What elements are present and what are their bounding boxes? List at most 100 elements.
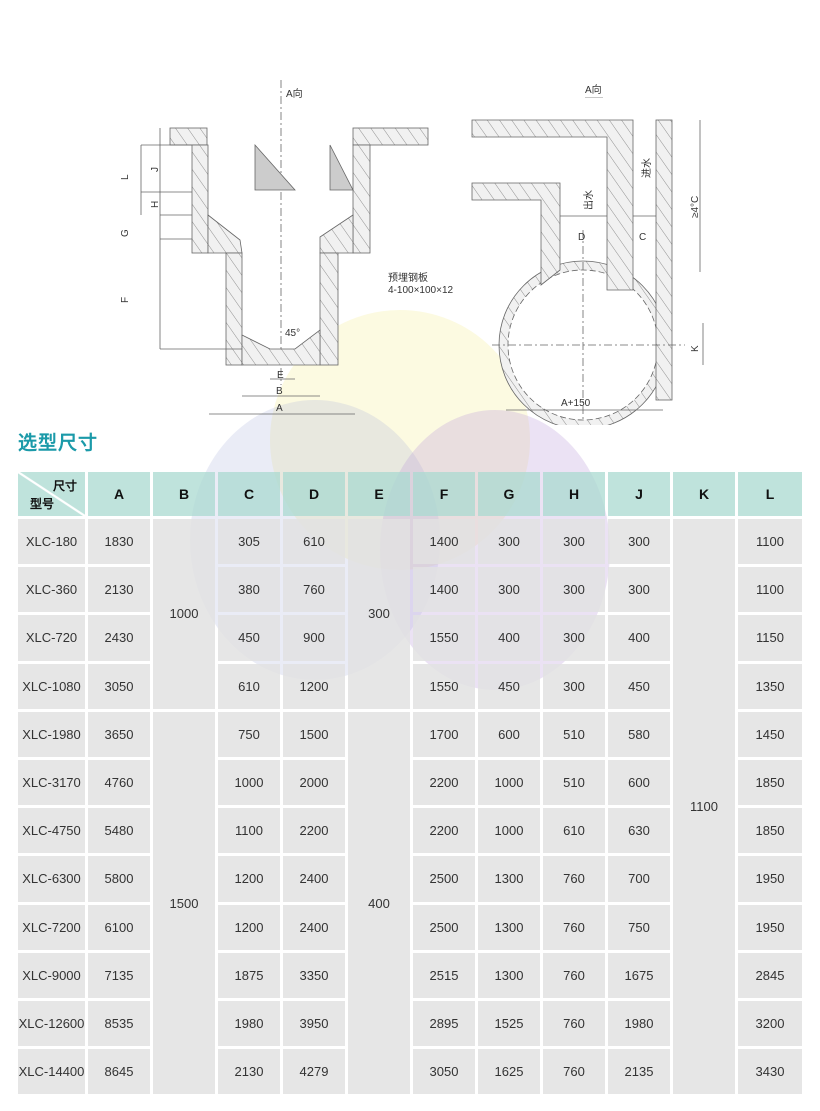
cell-c: 1980 bbox=[218, 1000, 280, 1047]
cell-d: 4279 bbox=[283, 1049, 345, 1095]
outlet-label: 出水 bbox=[582, 190, 595, 210]
cell-a: 7135 bbox=[88, 952, 150, 998]
cell-c: 380 bbox=[218, 567, 280, 613]
cell-d: 2400 bbox=[283, 904, 345, 950]
column-header: F bbox=[413, 472, 475, 516]
cell-c: 2130 bbox=[218, 1049, 280, 1095]
dim-g: G bbox=[120, 229, 131, 237]
cell-a: 1830 bbox=[88, 519, 150, 565]
corner-header: 尺寸 型号 bbox=[18, 472, 85, 516]
cell-h: 760 bbox=[543, 1049, 605, 1095]
cell-h: 300 bbox=[543, 519, 605, 565]
column-header: H bbox=[543, 472, 605, 516]
cell-l: 1100 bbox=[738, 519, 802, 565]
dim-f: F bbox=[120, 297, 131, 303]
cell-c: 1200 bbox=[218, 856, 280, 902]
cell-l: 1100 bbox=[738, 567, 802, 613]
cell-f: 1400 bbox=[413, 519, 475, 565]
cell-g: 1300 bbox=[478, 904, 540, 950]
cell-j: 630 bbox=[608, 808, 670, 854]
cell-g: 400 bbox=[478, 615, 540, 661]
column-header: C bbox=[218, 472, 280, 516]
cell-j: 400 bbox=[608, 615, 670, 661]
model-cell: XLC-1080 bbox=[18, 663, 85, 709]
cell-g: 1300 bbox=[478, 952, 540, 998]
cell-f: 1550 bbox=[413, 663, 475, 709]
cell-e: 300 bbox=[348, 519, 410, 709]
column-header: A bbox=[88, 472, 150, 516]
side-direction-label: A向 bbox=[585, 83, 602, 96]
cell-d: 2200 bbox=[283, 808, 345, 854]
table-header-row: 尺寸 型号 A B C D E F G H J K L bbox=[18, 472, 802, 516]
dim-k: K bbox=[690, 345, 701, 352]
cell-g: 1000 bbox=[478, 759, 540, 806]
cell-a: 5480 bbox=[88, 808, 150, 854]
cell-f: 2200 bbox=[413, 759, 475, 806]
cell-h: 610 bbox=[543, 808, 605, 854]
cell-h: 760 bbox=[543, 856, 605, 902]
column-header: B bbox=[153, 472, 215, 516]
cell-g: 1300 bbox=[478, 856, 540, 902]
cell-d: 1500 bbox=[283, 711, 345, 757]
cell-a: 3050 bbox=[88, 663, 150, 709]
dim-d: D bbox=[578, 232, 585, 243]
model-cell: XLC-7200 bbox=[18, 904, 85, 950]
cell-d: 1200 bbox=[283, 663, 345, 709]
model-cell: XLC-3170 bbox=[18, 759, 85, 806]
dim-l: L bbox=[120, 174, 131, 180]
cell-h: 300 bbox=[543, 615, 605, 661]
cell-l: 1150 bbox=[738, 615, 802, 661]
model-cell: XLC-12600 bbox=[18, 1000, 85, 1047]
cell-h: 760 bbox=[543, 904, 605, 950]
cell-h: 510 bbox=[543, 711, 605, 757]
model-cell: XLC-9000 bbox=[18, 952, 85, 998]
cell-c: 1875 bbox=[218, 952, 280, 998]
cell-c: 305 bbox=[218, 519, 280, 565]
cell-l: 1350 bbox=[738, 663, 802, 709]
angle-label: 45° bbox=[285, 328, 300, 339]
column-header: D bbox=[283, 472, 345, 516]
cell-a: 2430 bbox=[88, 615, 150, 661]
dim-c: C bbox=[639, 232, 646, 243]
corner-top: 尺寸 bbox=[52, 479, 77, 493]
dim-b: B bbox=[276, 386, 283, 397]
dim-a: A bbox=[276, 403, 283, 414]
cell-l: 1950 bbox=[738, 904, 802, 950]
side-view bbox=[471, 119, 704, 425]
cell-e: 400 bbox=[348, 711, 410, 1095]
cell-b: 1000 bbox=[153, 519, 215, 709]
model-cell: XLC-180 bbox=[18, 519, 85, 565]
cell-f: 2515 bbox=[413, 952, 475, 998]
cell-f: 2200 bbox=[413, 808, 475, 854]
column-header: J bbox=[608, 472, 670, 516]
cell-g: 300 bbox=[478, 567, 540, 613]
cell-f: 1400 bbox=[413, 567, 475, 613]
front-view bbox=[140, 80, 429, 415]
cell-g: 1525 bbox=[478, 1000, 540, 1047]
model-cell: XLC-14400 bbox=[18, 1049, 85, 1095]
cell-d: 3950 bbox=[283, 1000, 345, 1047]
corner-bottom: 型号 bbox=[30, 497, 55, 511]
cell-f: 2895 bbox=[413, 1000, 475, 1047]
section-title: 选型尺寸 bbox=[18, 432, 99, 454]
model-cell: XLC-4750 bbox=[18, 808, 85, 854]
cell-j: 2135 bbox=[608, 1049, 670, 1095]
width-label: A+150 bbox=[561, 398, 591, 409]
cell-l: 1450 bbox=[738, 711, 802, 757]
inlet-label: 进水 bbox=[641, 158, 653, 178]
cell-c: 610 bbox=[218, 663, 280, 709]
front-direction-label: A向 bbox=[286, 87, 303, 100]
cell-a: 8645 bbox=[88, 1049, 150, 1095]
cell-c: 450 bbox=[218, 615, 280, 661]
embedded-plate-title: 预埋钢板 bbox=[388, 271, 428, 284]
cell-f: 3050 bbox=[413, 1049, 475, 1095]
